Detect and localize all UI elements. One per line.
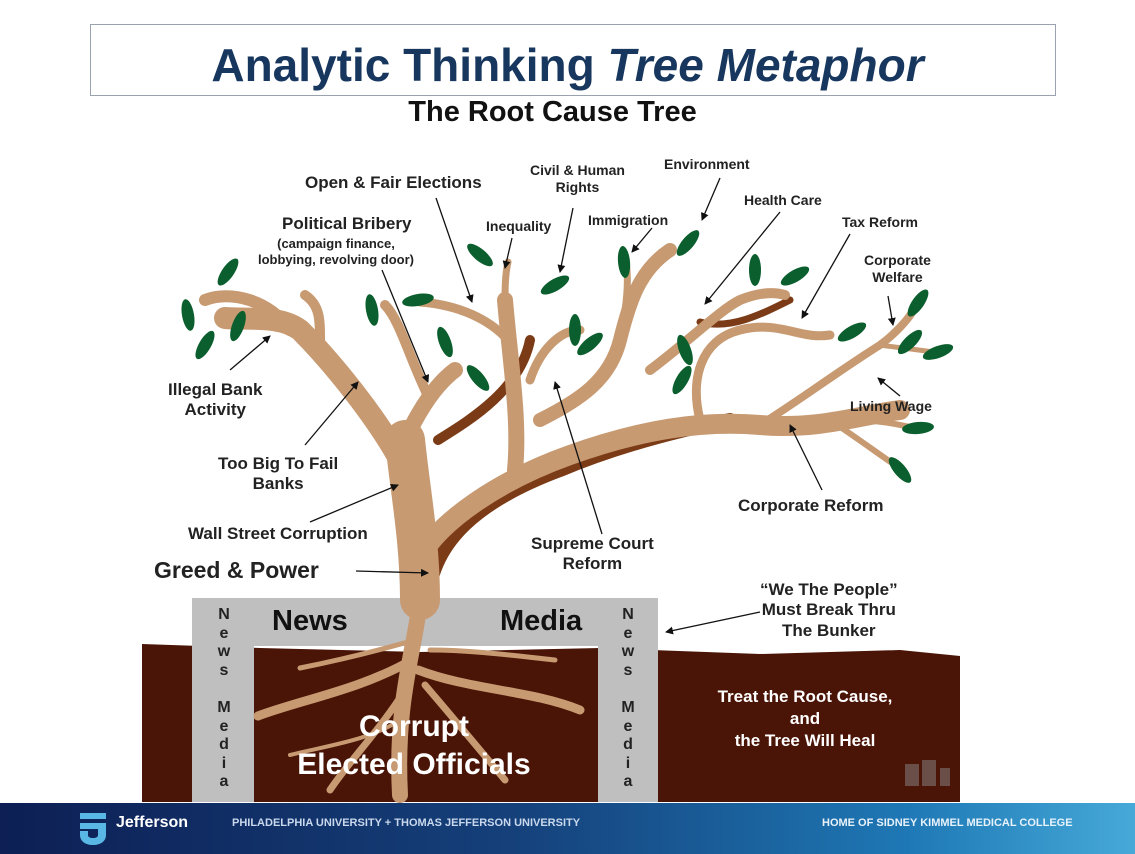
label-wall-street-corruption: Wall Street Corruption [188, 524, 368, 543]
arrow-living-wage [877, 377, 901, 397]
label-vertical-news-media-left: N e w s M e d i a [217, 606, 231, 791]
label-treat-root-cause: Treat the Root Cause, and the Tree Will … [717, 687, 893, 751]
arrow-immigration [631, 227, 653, 253]
leaves [181, 230, 954, 483]
leaf [181, 299, 195, 331]
arrow-supreme-court [553, 381, 603, 535]
leaf [672, 365, 692, 395]
leaf [365, 294, 379, 326]
watermark-icon [905, 760, 950, 786]
leaf [402, 293, 434, 307]
label-vertical-news-media-right: N e w s M e d i a [621, 606, 635, 791]
leaf [907, 289, 929, 317]
arrow-open-fair-elections [435, 197, 474, 303]
leaf [676, 230, 700, 256]
arrow-we-the-people [665, 611, 761, 635]
label-news: News [272, 605, 348, 637]
label-too-big-to-fail: Too Big To Fail Banks [218, 454, 339, 494]
title-main: Analytic Thinking [211, 39, 608, 91]
arrow-health-care [704, 211, 781, 305]
leaf [888, 457, 912, 483]
footer-universities: PHILADELPHIA UNIVERSITY + THOMAS JEFFERS… [232, 817, 581, 829]
leaf [780, 266, 810, 286]
footer-bar [0, 803, 1135, 854]
label-open-fair-elections: Open & Fair Elections [305, 173, 482, 192]
label-corrupt-elected-officials: Corrupt Elected Officials [297, 710, 531, 781]
label-greed-power: Greed & Power [154, 557, 319, 583]
leaf [617, 246, 631, 278]
tree-branches [199, 243, 938, 620]
leaf [467, 243, 493, 267]
leaf [677, 334, 693, 366]
label-tax-reform: Tax Reform [842, 214, 918, 230]
leaf [749, 254, 761, 286]
label-corporate-welfare: Corporate Welfare [864, 252, 931, 285]
label-media: Media [500, 605, 583, 637]
leaf [466, 365, 490, 391]
label-corporate-reform: Corporate Reform [738, 496, 884, 515]
label-illegal-bank-activity: Illegal Bank Activity [168, 380, 263, 420]
label-political-bribery-detail: (campaign finance, lobbying, revolving d… [258, 236, 414, 267]
arrow-greed-power [355, 568, 429, 577]
label-political-bribery: Political Bribery [282, 214, 412, 233]
leaf [230, 310, 246, 342]
leaf [217, 258, 239, 286]
leaf [540, 275, 570, 295]
arrow-too-big [304, 381, 359, 446]
footer-college: HOME OF SIDNEY KIMMEL MEDICAL COLLEGE [822, 817, 1073, 829]
arrow-illegal-bank [229, 335, 271, 371]
leaf [897, 329, 923, 355]
arrow-inequality [502, 237, 513, 269]
label-we-the-people: “We The People” Must Break Thru The Bunk… [760, 580, 898, 640]
slide-subtitle: The Root Cause Tree [408, 96, 697, 128]
label-inequality: Inequality [486, 218, 552, 234]
label-immigration: Immigration [588, 212, 669, 228]
arrow-corporate-welfare [887, 295, 896, 326]
label-living-wage: Living Wage [850, 398, 932, 414]
slide-title: Analytic Thinking Tree Metaphor [0, 20, 1135, 110]
arrow-civil-rights [557, 207, 574, 273]
label-civil-human-rights: Civil & Human Rights [530, 162, 625, 195]
arrow-wall-street [309, 484, 399, 523]
leaf [837, 322, 867, 342]
title-italic: Tree Metaphor [607, 39, 924, 91]
label-supreme-court-reform: Supreme Court Reform [531, 534, 654, 574]
leaf [902, 421, 934, 435]
leaf [569, 314, 581, 346]
jefferson-logo-icon [80, 813, 106, 845]
label-health-care: Health Care [744, 192, 822, 208]
arrow-environment [701, 177, 721, 221]
label-environment: Environment [664, 156, 750, 172]
title-box [90, 24, 1056, 96]
leaf [922, 344, 954, 360]
pointer-arrows [229, 177, 901, 635]
leaf [195, 330, 215, 360]
leaf [437, 326, 453, 358]
arrow-political-bribery [381, 269, 430, 383]
footer-brand: Jefferson [116, 814, 189, 831]
leaf [577, 332, 603, 356]
arrow-tax-reform [801, 233, 851, 319]
arrow-corporate-reform [789, 424, 823, 491]
